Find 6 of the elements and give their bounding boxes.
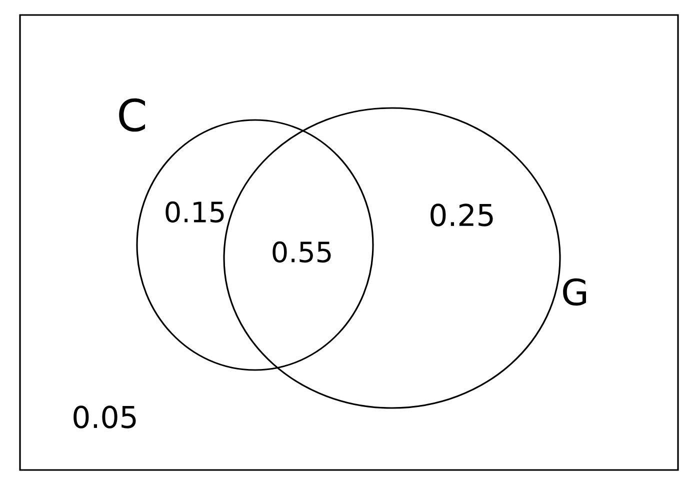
- probability-label: 0.15: [166, 201, 224, 223]
- probability-label: 0.05: [74, 406, 136, 428]
- set-label: C: [119, 98, 145, 132]
- probability-label: 0.25: [430, 204, 493, 226]
- set-label: G: [563, 278, 586, 306]
- probability-label: 0.55: [272, 241, 331, 263]
